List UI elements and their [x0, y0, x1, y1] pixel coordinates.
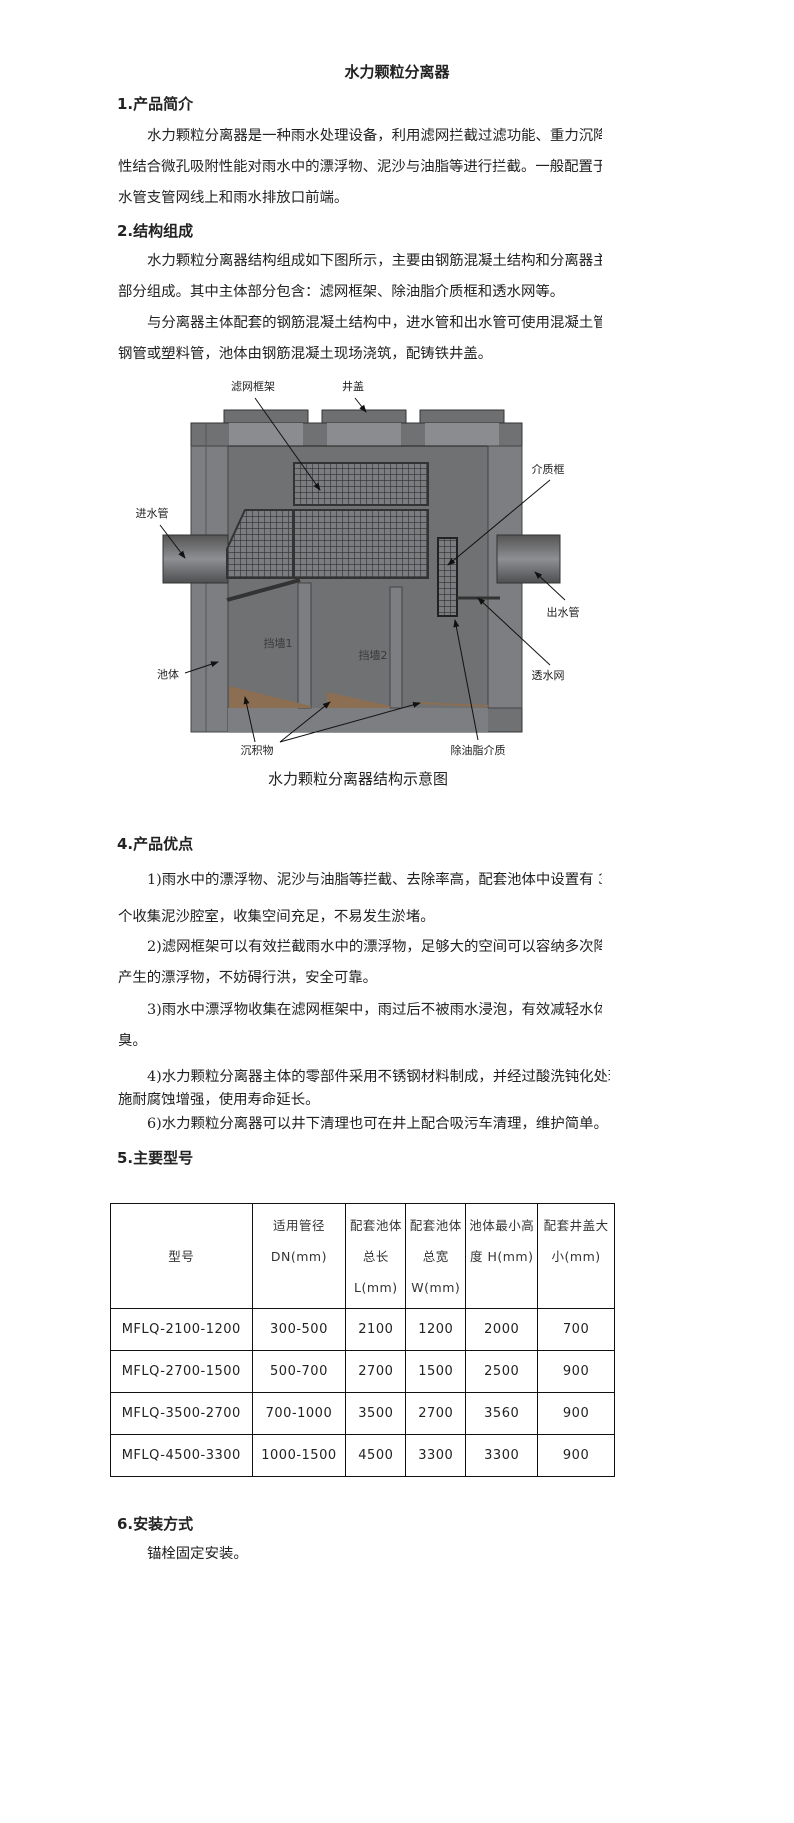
structure-diagram: 滤网框架 井盖 介质框 进水管 出水管 池体 透水网 挡墙1 挡墙2 沉积物 除…: [136, 379, 580, 757]
label-sediment: 沉积物: [241, 743, 274, 757]
text-line: 4)水力颗粒分离器主体的零部件采用不锈钢材料制成，并经过酸洗钝化处理，: [147, 1069, 610, 1085]
text-line: 6)水力颗粒分离器可以井下清理也可在井上配合吸污车清理，维护简单。: [147, 1116, 602, 1132]
text-line: 水力颗粒分离器是一种雨水处理设备，利用滤网拦截过滤功能、重力沉降特: [147, 128, 602, 144]
advantage-item-1: 1)雨水中的漂浮物、泥沙与油脂等拦截、去除率高，配套池体中设置有 3 个收集泥沙…: [118, 865, 602, 933]
header-model: 型号: [110, 1203, 253, 1309]
media-frame: [437, 537, 458, 617]
text-line: 3)雨水中漂浮物收集在滤网框架中，雨过后不被雨水浸泡，有效减轻水体发: [147, 1002, 602, 1018]
label-baffle-2: 挡墙2: [359, 648, 388, 662]
heading-advantages: 4.产品优点: [117, 835, 194, 853]
document-title: 水力颗粒分离器: [344, 63, 450, 81]
baffle-wall-2: [389, 586, 403, 709]
text-line: 1)雨水中的漂浮物、泥沙与油脂等拦截、去除率高，配套池体中设置有 3: [147, 872, 602, 888]
text-line: 2)滤网框架可以有效拦截雨水中的漂浮物，足够大的空间可以容纳多次降雨: [147, 939, 602, 955]
advantage-item-2: 2)滤网框架可以有效拦截雨水中的漂浮物，足够大的空间可以容纳多次降雨 产生的漂浮…: [118, 932, 602, 994]
label-outlet-pipe: 出水管: [547, 605, 580, 619]
advantage-item-3: 3)雨水中漂浮物收集在滤网框架中，雨过后不被雨水浸泡，有效减轻水体发 臭。: [118, 995, 602, 1057]
product-intro-paragraph: 水力颗粒分离器是一种雨水处理设备，利用滤网拦截过滤功能、重力沉降特 性结合微孔吸…: [118, 121, 602, 214]
diagram-caption: 水力颗粒分离器结构示意图: [267, 770, 448, 788]
text-line: 施耐腐蚀增强，使用寿命延长。: [118, 1092, 320, 1108]
heading-installation: 6.安装方式: [117, 1515, 194, 1533]
heading-product-intro: 1.产品简介: [117, 95, 194, 113]
baffle-wall-1: [297, 582, 312, 709]
label-permeable-mesh: 透水网: [532, 669, 565, 682]
text-line: 个收集泥沙腔室，收集空间充足，不易发生淤堵。: [118, 909, 435, 925]
sediment-chamber-1: [229, 686, 311, 708]
label-inlet-pipe: 进水管: [136, 506, 169, 520]
label-arrows: [159, 397, 566, 743]
text-line: 臭。: [118, 1033, 147, 1049]
text-line: 部分组成。其中主体部分包含：滤网框架、除油脂介质框和透水网等。: [118, 284, 565, 300]
text-line: 钢管或塑料管，池体由钢筋混凝土现场浇筑，配铸铁井盖。: [118, 346, 493, 362]
sediment-chamber-2: [327, 692, 390, 708]
label-filter-frame: 滤网框架: [231, 380, 275, 393]
text-line: 水力颗粒分离器结构组成如下图所示，主要由钢筋混凝土结构和分离器主体: [147, 253, 602, 269]
label-manhole-cover: 井盖: [342, 379, 364, 393]
manhole-covers: [223, 409, 505, 424]
inlet-pipe: [162, 534, 229, 584]
text-line: 性结合微孔吸附性能对雨水中的漂浮物、泥沙与油脂等进行拦截。一般配置于雨: [118, 159, 602, 175]
heading-models: 5.主要型号: [117, 1149, 194, 1167]
text-line: 水管支管网线上和雨水排放口前端。: [118, 190, 349, 206]
label-media-frame: 介质框: [532, 463, 565, 476]
outlet-pipe: [496, 534, 561, 584]
advantage-item-4: 4)水力颗粒分离器主体的零部件采用不锈钢材料制成，并经过酸洗钝化处理， 施耐腐蚀…: [118, 1066, 610, 1112]
advantage-item-6: 6)水力颗粒分离器可以井下清理也可在井上配合吸污车清理，维护简单。: [118, 1112, 602, 1137]
label-baffle-1: 挡墙1: [264, 636, 293, 650]
installation-text: 锚栓固定安装。: [147, 1546, 248, 1562]
structure-paragraph-1: 水力颗粒分离器结构组成如下图所示，主要由钢筋混凝土结构和分离器主体 部分组成。其…: [118, 246, 602, 370]
text-line: 与分离器主体配套的钢筋混凝土结构中，进水管和出水管可使用混凝土管、: [147, 315, 602, 331]
text-line: 产生的漂浮物，不妨碍行洪，安全可靠。: [118, 970, 378, 986]
heading-structure: 2.结构组成: [117, 222, 194, 240]
label-grease-media: 除油脂介质: [451, 743, 506, 757]
label-tank-body: 池体: [157, 667, 179, 681]
header-tank-height: 池体最小高度 H(mm): [465, 1203, 539, 1309]
header-cover-size: 配套井盖大小(mm): [537, 1203, 615, 1309]
